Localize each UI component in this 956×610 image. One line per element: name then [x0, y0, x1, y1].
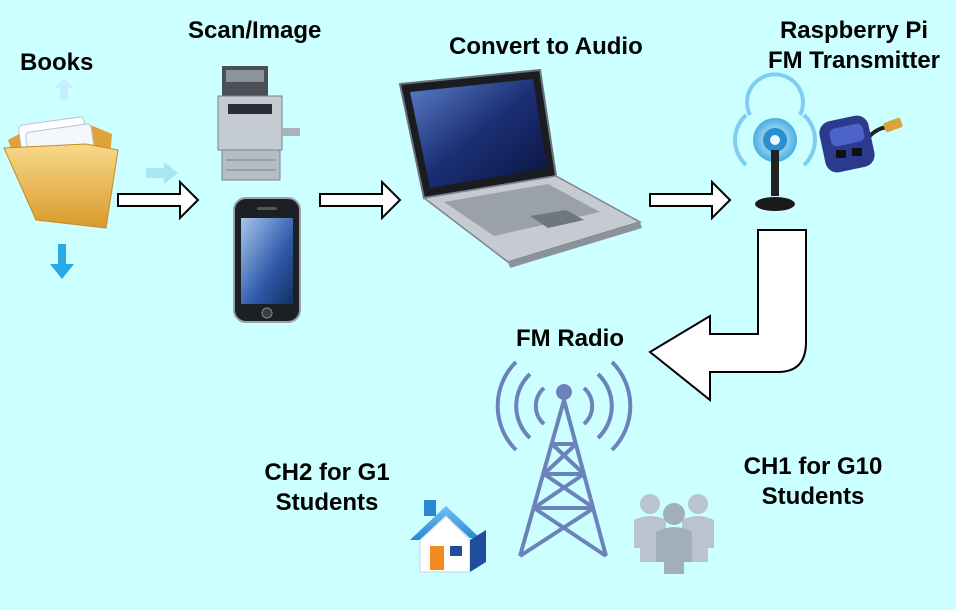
copier-icon	[217, 66, 300, 181]
label-ch1-line1: CH1 for G10	[743, 453, 883, 480]
arrow-pi-to-radio	[648, 229, 807, 403]
house-icon	[410, 500, 486, 573]
faint-arrow-icon	[146, 162, 178, 184]
radio-tower-icon	[495, 360, 633, 558]
label-ch1: CH1 for G10 Students	[728, 452, 898, 512]
arrow-laptop-to-pi	[649, 179, 732, 221]
label-convert-to-audio: Convert to Audio	[449, 33, 643, 60]
label-ch2-line2: Students	[275, 489, 379, 516]
label-scan-image: Scan/Image	[188, 17, 322, 44]
label-raspberry-pi: Raspberry Pi FM Transmitter	[756, 16, 952, 76]
label-pi-line1: Raspberry Pi	[779, 17, 929, 44]
label-ch2: CH2 for G1 Students	[248, 458, 406, 518]
arrow-books-to-scan	[117, 179, 200, 221]
usb-dongle-icon	[819, 115, 903, 173]
laptop-icon	[398, 68, 642, 268]
people-icon	[634, 494, 714, 574]
smartphone-icon	[233, 197, 301, 323]
label-ch1-line2: Students	[761, 483, 865, 510]
label-fm-radio: FM Radio	[516, 325, 624, 352]
antenna-icon	[733, 72, 817, 211]
label-pi-line2: FM Transmitter	[767, 47, 941, 74]
folder-icon	[3, 78, 119, 279]
label-books: Books	[20, 49, 94, 76]
label-ch2-line1: CH2 for G1	[264, 459, 390, 486]
arrow-scan-to-laptop	[319, 179, 402, 221]
